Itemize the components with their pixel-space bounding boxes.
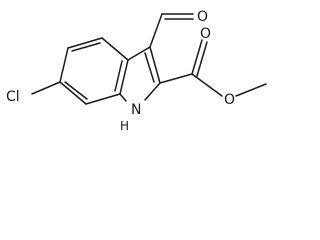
bond-c3-cho — [149, 13, 163, 48]
bond-c3a-c4 — [101, 37, 129, 61]
bond-cester-oether — [191, 73, 223, 97]
bond-c6-cl — [31, 81, 61, 95]
atom-ester-oxygen-label: O — [224, 92, 235, 108]
atom-ring-nitrogen-label: N — [131, 102, 141, 118]
bond-c3-c2-inner — [144, 52, 155, 83]
bond-c2-n1 — [144, 82, 161, 101]
structure-canvas: Cl O O O N H — [6, 9, 267, 133]
bond-cester-ocarbonyl-double — [196, 41, 208, 77]
atom-aldehyde-oxygen-label: O — [197, 9, 208, 25]
bond-c3-c2 — [149, 46, 161, 84]
bond-c2-cester — [159, 73, 193, 84]
bond-oether-methyl — [235, 83, 267, 97]
bond-c7a-c3a-inner — [114, 60, 123, 92]
bond-c4-c5 — [67, 37, 103, 49]
bond-cester-ocarbonyl — [191, 39, 203, 75]
bond-c3a-c3 — [127, 46, 151, 61]
bond-c4-c5-inner — [71, 42, 101, 52]
bond-n1-c7a — [119, 93, 127, 102]
bond-c7a-c3a — [119, 59, 129, 95]
bond-c6-c7 — [59, 81, 87, 105]
bond-c5-c6 — [59, 47, 69, 83]
atom-carbonyl-oxygen-label: O — [200, 26, 211, 42]
atom-nh-hydrogen-label: H — [120, 119, 129, 133]
atom-chlorine-label: Cl — [6, 89, 20, 105]
chemical-structure-diagram: Cl O O O N H — [6, 9, 267, 133]
bond-c7-c7a — [85, 93, 121, 105]
bond-c6-c7-inner — [64, 81, 88, 100]
